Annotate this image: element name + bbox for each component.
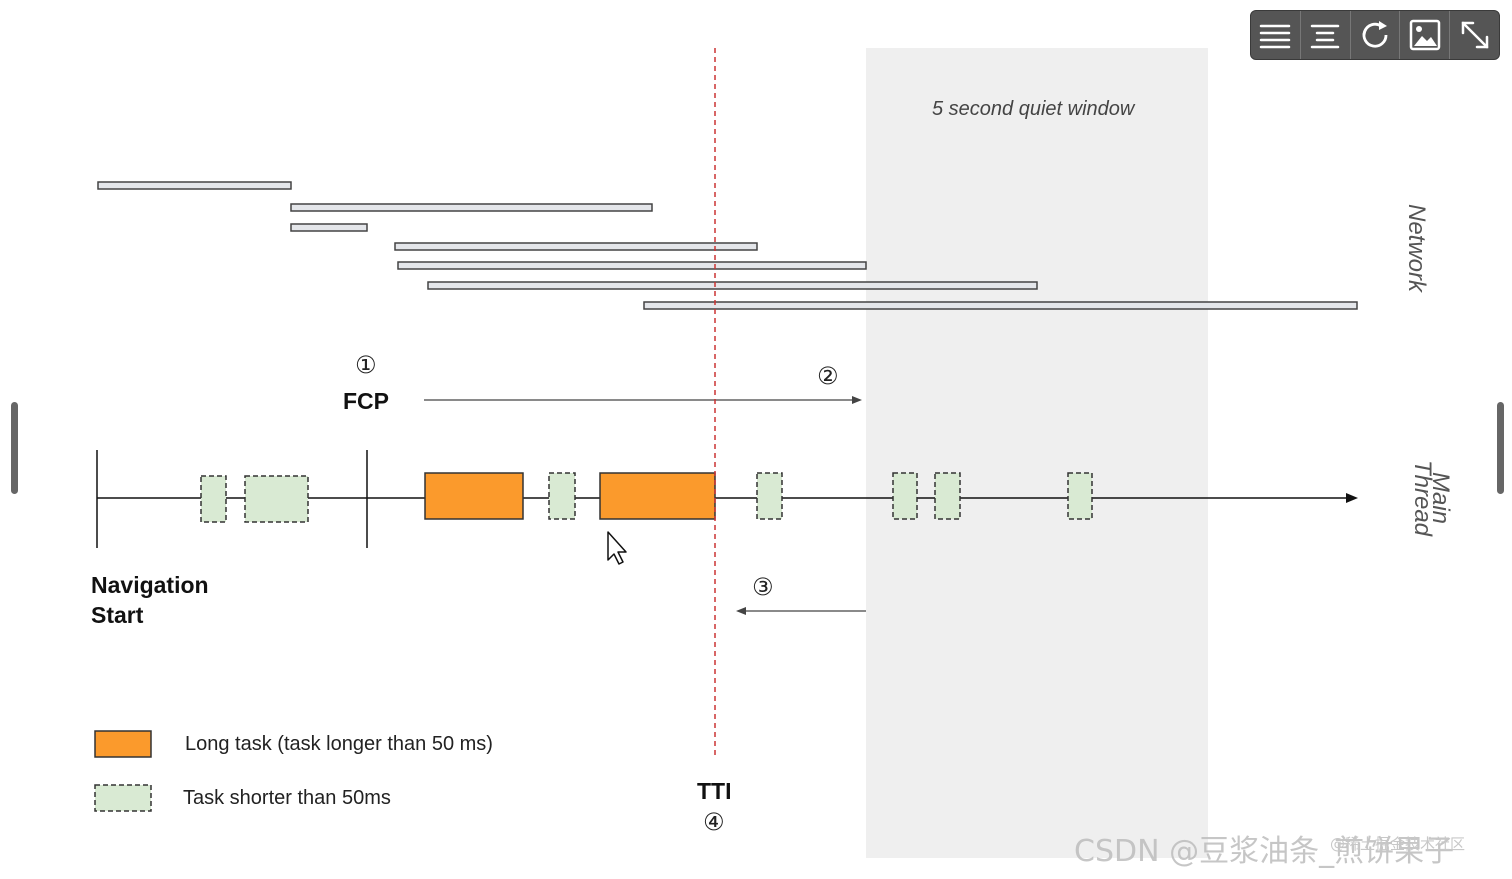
image-icon: [1409, 19, 1441, 51]
align-center-button[interactable]: [1301, 11, 1351, 59]
step3-marker: ③: [752, 573, 774, 601]
refresh-icon: [1362, 21, 1388, 48]
legend-short-task-label: Task shorter than 50ms: [183, 787, 391, 809]
long-tasks: [424, 472, 716, 520]
image-button[interactable]: [1400, 11, 1451, 59]
step2-marker: ②: [817, 362, 839, 390]
menu-button[interactable]: [1251, 11, 1301, 59]
navigation-start-label-line1: Navigation: [91, 572, 209, 598]
network-bar: [643, 301, 1358, 310]
juejin-watermark: @稀土掘金技术社区: [1330, 835, 1466, 853]
short-task: [756, 472, 783, 520]
short-task: [934, 472, 961, 520]
navigation-start-label-line2: Start: [91, 602, 144, 628]
short-task: [548, 472, 576, 520]
long-task: [599, 472, 716, 520]
image-viewer-toolbar: [1250, 10, 1500, 60]
tti-step-marker: ④: [703, 808, 725, 836]
legend-long-task-swatch: [94, 730, 152, 758]
menu-icon: [1260, 24, 1291, 49]
right-scroll-handle[interactable]: [1497, 402, 1504, 494]
expand-icon: [1461, 21, 1488, 49]
csdn-watermark: CSDN @豆浆油条_煎饼果子: [1074, 834, 1455, 869]
tti-label: TTI: [697, 778, 732, 804]
align-center-icon: [1310, 24, 1340, 49]
quiet-window-region: [866, 48, 1208, 858]
arrow-fcp-to-quiet-window: [424, 396, 862, 404]
fcp-label: FCP: [343, 388, 389, 414]
network-requests: [97, 181, 1358, 310]
network-bar: [427, 281, 1038, 290]
short-tasks: [200, 472, 1093, 523]
short-task: [244, 475, 309, 523]
network-bar: [397, 261, 867, 270]
refresh-button[interactable]: [1351, 11, 1401, 59]
network-bar: [290, 223, 368, 232]
long-task: [424, 472, 524, 520]
arrow-quiet-window-to-tti: [736, 607, 866, 615]
mouse-cursor-icon: [607, 531, 627, 565]
network-bar: [97, 181, 292, 190]
left-scroll-handle[interactable]: [11, 402, 18, 494]
short-task: [1067, 472, 1093, 520]
quiet-window-label: 5 second quiet window: [932, 98, 1135, 120]
network-bar: [290, 203, 653, 212]
short-task: [892, 472, 918, 520]
legend-long-task-label: Long task (task longer than 50 ms): [185, 733, 493, 755]
fcp-step-marker: ①: [355, 351, 377, 379]
short-task: [200, 475, 227, 523]
main-thread-label-line2: Thread: [1409, 459, 1437, 537]
network-bar: [394, 242, 758, 251]
network-label: Network: [1403, 203, 1431, 293]
legend-short-task-swatch: [94, 784, 152, 812]
expand-button[interactable]: [1450, 11, 1499, 59]
